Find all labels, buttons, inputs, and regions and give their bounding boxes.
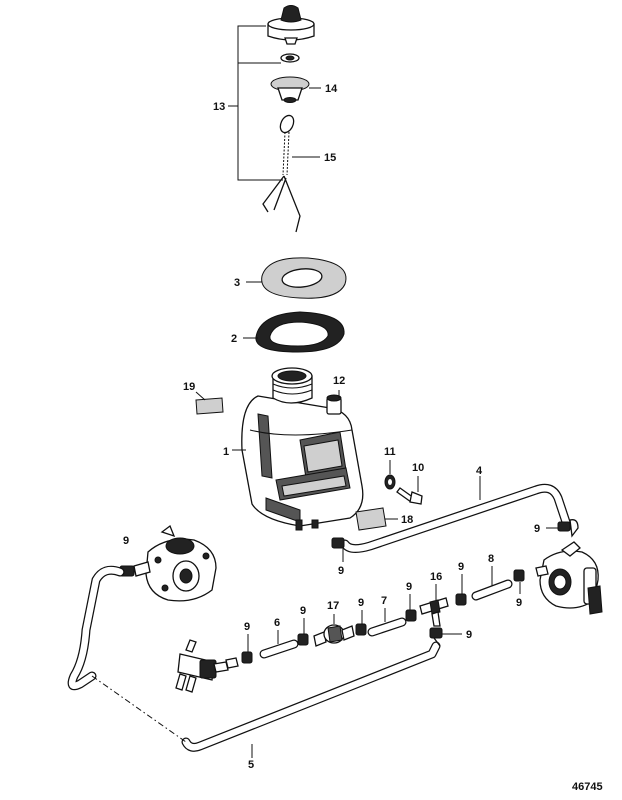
seal-ring-2	[243, 311, 345, 353]
callout-9-c: 9	[338, 565, 344, 577]
hose-4	[340, 476, 571, 554]
callout-15: 15	[324, 152, 336, 164]
callout-3: 3	[234, 277, 240, 289]
callout-9-a: 9	[534, 523, 540, 535]
callout-9-e: 9	[406, 581, 412, 593]
clamp-9-right	[513, 569, 525, 594]
clamp-9-mid1	[297, 618, 309, 646]
callout-9-g: 9	[358, 597, 364, 609]
tether-chain	[262, 114, 301, 233]
callout-10: 10	[412, 462, 424, 474]
callout-labels: 13 14 15 3 2 19 12 1 11 10 4 18 9 9 9 8 …	[123, 83, 540, 771]
hose-5	[67, 565, 441, 758]
decal-18	[355, 507, 398, 531]
right-upper-clamp	[546, 519, 579, 538]
fuel-fitting-left	[175, 639, 239, 693]
callout-17: 17	[327, 600, 339, 612]
clamp-9-mid4	[455, 574, 467, 606]
callout-1: 1	[223, 446, 229, 458]
callout-11: 11	[384, 446, 396, 458]
figure-number: 46745	[572, 781, 603, 793]
filler-neck-flange	[270, 76, 310, 103]
callout-5: 5	[248, 759, 254, 771]
cap-retainer	[280, 53, 300, 63]
clamp-9-left	[241, 634, 253, 664]
washer-11	[384, 460, 396, 490]
oil-tank	[232, 367, 364, 531]
callout-2: 2	[231, 333, 237, 345]
inline-filter-17	[313, 614, 355, 647]
hose-7	[367, 608, 407, 637]
callout-6: 6	[274, 617, 280, 629]
filler-cap	[267, 5, 315, 45]
tee-fitting-16	[419, 584, 449, 627]
gasket-3	[246, 257, 347, 299]
clamp-9-mid3	[405, 594, 417, 622]
callout-9-d: 9	[458, 561, 464, 573]
clamp-bottom-hose	[429, 627, 462, 647]
fitting-12	[326, 390, 342, 415]
callout-8: 8	[488, 553, 494, 565]
callout-19: 19	[183, 381, 195, 393]
filler-cap-assembly	[228, 5, 321, 233]
hose-clamp	[331, 537, 345, 562]
callout-9-i: 9	[244, 621, 250, 633]
callout-12: 12	[333, 375, 345, 387]
hose-8	[471, 566, 513, 601]
bolt-10	[396, 476, 423, 505]
callout-13: 13	[213, 101, 225, 113]
callout-14: 14	[325, 83, 338, 95]
callout-9-j: 9	[466, 629, 472, 641]
hose-6	[259, 630, 299, 659]
callout-9-b: 9	[123, 535, 129, 547]
callout-4: 4	[476, 465, 483, 477]
clamp-9-mid2	[355, 610, 367, 636]
callout-9-f: 9	[516, 597, 522, 609]
fuel-pump-right	[535, 541, 603, 615]
callout-18: 18	[401, 514, 413, 526]
fuel-pump-left	[119, 524, 217, 602]
callout-7: 7	[381, 595, 387, 607]
callout-16: 16	[430, 571, 442, 583]
decal-19	[195, 391, 224, 415]
callout-9-h: 9	[300, 605, 306, 617]
